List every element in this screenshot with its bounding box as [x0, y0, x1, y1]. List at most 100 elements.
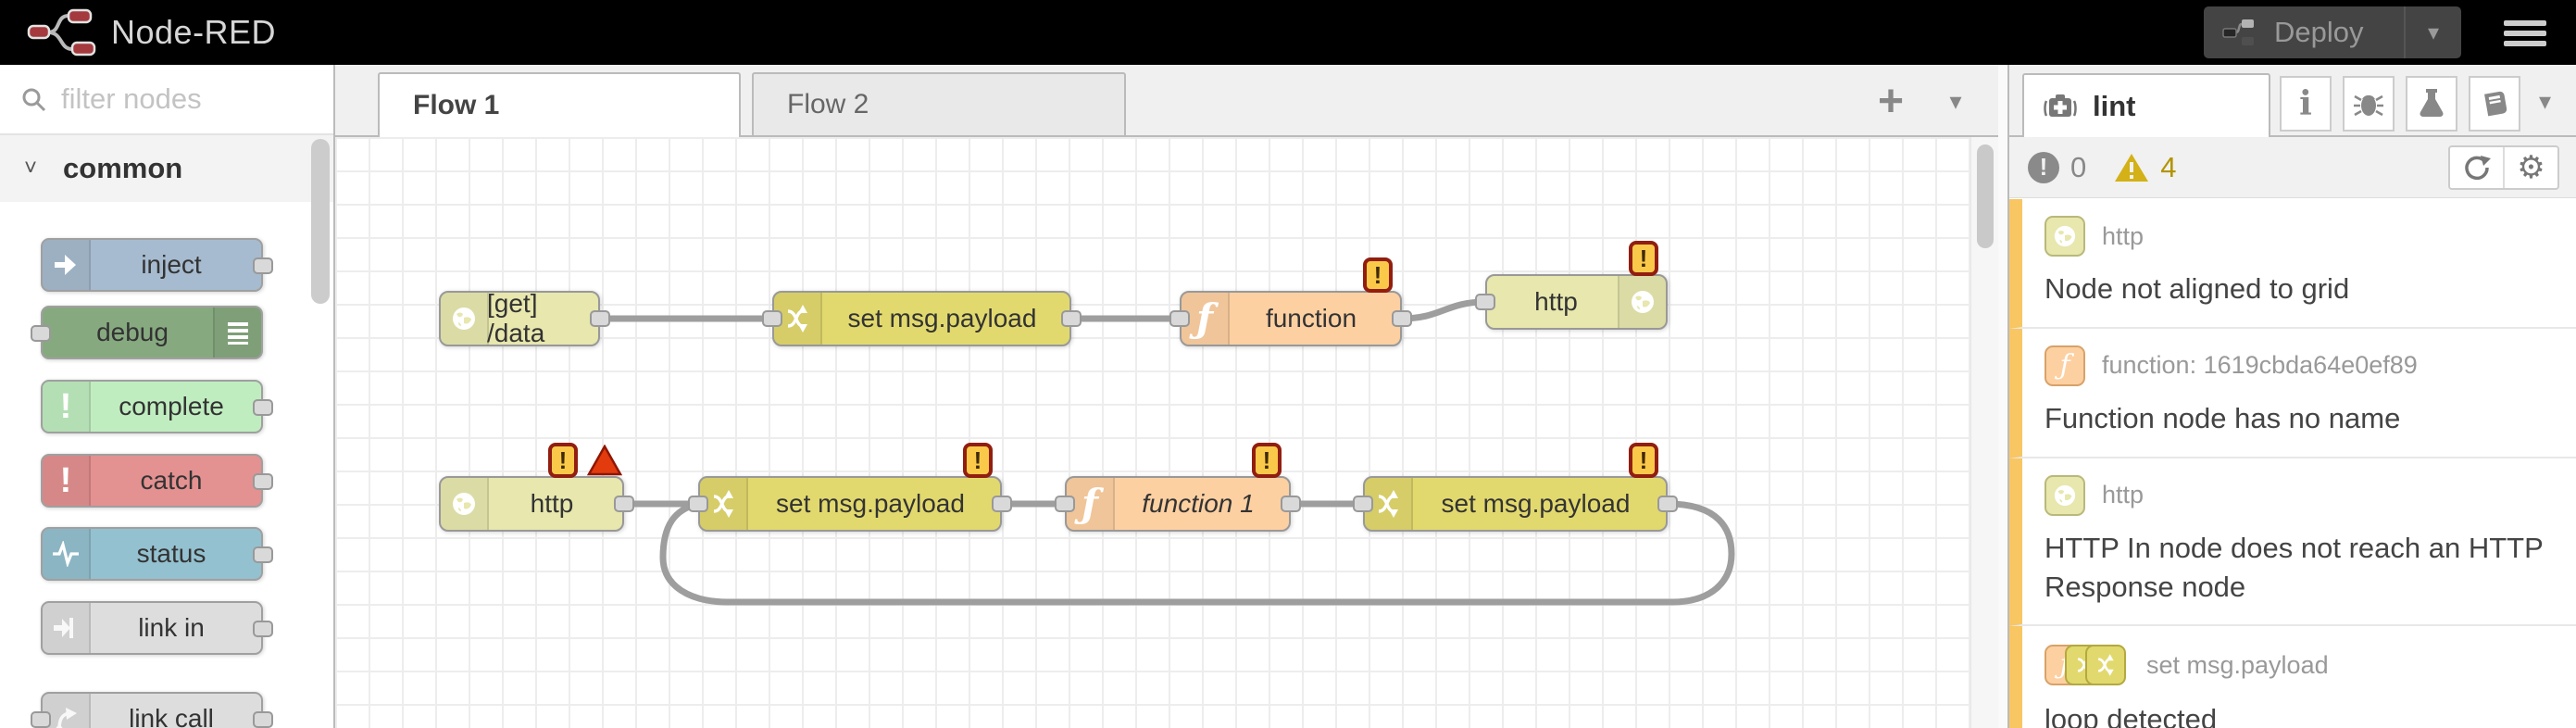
output-port[interactable] — [614, 496, 634, 512]
palette-node-debug[interactable]: debug — [31, 306, 263, 359]
deploy-label: Deploy — [2274, 16, 2364, 48]
output-port[interactable] — [253, 473, 273, 490]
medkit-icon — [2044, 94, 2077, 117]
warning-badge-icon: ! — [1629, 443, 1658, 478]
palette-node-link-call[interactable]: link call — [31, 692, 273, 728]
warning-badge-icon: ! — [1629, 241, 1658, 276]
refresh-icon — [2464, 156, 2491, 181]
issue-node-label: function: 1619cbda64e0ef89 — [2102, 351, 2418, 380]
palette-node-complete[interactable]: ! complete — [41, 380, 273, 433]
flow-node-change-2[interactable]: ! set msg.payload — [688, 443, 1012, 532]
output-port[interactable] — [253, 257, 273, 274]
wire-loop[interactable] — [659, 500, 1735, 606]
canvas-vertical-scrollbar[interactable] — [1970, 137, 1998, 728]
warning-badge-icon: ! — [1363, 257, 1393, 293]
lint-issue-row[interactable]: http HTTP In node does not reach an HTTP… — [2009, 458, 2576, 627]
deploy-icon — [2222, 19, 2254, 45]
sidebar-tabs-menu-button[interactable]: ▾ — [2539, 87, 2552, 115]
palette-node-status[interactable]: status — [41, 527, 273, 581]
help-tab-button[interactable] — [2469, 76, 2520, 132]
output-port[interactable] — [253, 711, 273, 728]
exclamation-icon: ! — [43, 382, 91, 432]
deploy-button[interactable]: Deploy ▾ — [2204, 6, 2461, 58]
debug-tab-button[interactable] — [2343, 76, 2395, 132]
node-label: set msg.payload — [847, 304, 1037, 333]
http-node-icon — [2045, 474, 2085, 516]
palette-scrollbar[interactable] — [311, 139, 330, 304]
lint-issue-row[interactable]: ƒ function: 1619cbda64e0ef89 Function no… — [2009, 328, 2576, 458]
output-port[interactable] — [253, 621, 273, 637]
sidebar-separator[interactable] — [1998, 65, 2007, 728]
output-port[interactable] — [1657, 496, 1678, 512]
issue-message: Function node has no name — [2045, 401, 2401, 434]
node-icon-stack: ƒ — [2045, 643, 2130, 687]
flow-node-http-in[interactable]: ! http — [439, 443, 634, 532]
tab-label: Flow 1 — [413, 90, 500, 120]
palette-node-inject[interactable]: inject — [41, 238, 273, 292]
input-port[interactable] — [762, 310, 782, 327]
chevron-down-icon: ˅ — [24, 156, 38, 181]
error-count: 0 — [2070, 150, 2087, 183]
book-icon — [2484, 91, 2507, 117]
globe-icon — [1618, 276, 1666, 328]
input-port[interactable] — [1353, 496, 1373, 512]
refresh-button[interactable] — [2450, 147, 2503, 188]
tab-flow-1[interactable]: Flow 1 — [378, 72, 741, 137]
flow-node-function[interactable]: ! ƒ function — [1169, 257, 1412, 346]
input-port[interactable] — [1055, 496, 1075, 512]
output-port[interactable] — [253, 546, 273, 563]
output-port[interactable] — [1061, 310, 1082, 327]
workspace-tab-bar: Flow 1 Flow 2 + ▾ — [335, 65, 1998, 137]
flow-node-function-1[interactable]: ! ƒ function 1 — [1055, 443, 1301, 532]
add-flow-button[interactable]: + — [1877, 76, 1905, 126]
search-icon — [22, 88, 46, 112]
main-menu-button[interactable] — [2504, 16, 2546, 51]
chevron-down-icon: ▾ — [1949, 86, 1962, 115]
wire-layer — [600, 298, 1735, 606]
output-port[interactable] — [1281, 496, 1301, 512]
input-port[interactable] — [1475, 294, 1495, 310]
input-port[interactable] — [31, 325, 51, 342]
tab-flow-2[interactable]: Flow 2 — [752, 72, 1126, 137]
palette-node-link-in[interactable]: link in — [41, 601, 273, 655]
lint-settings-button[interactable]: ⚙ — [2503, 147, 2557, 188]
palette-node-label: status — [136, 539, 206, 568]
link-in-icon — [43, 603, 91, 653]
test-tab-button[interactable] — [2406, 76, 2457, 132]
lint-issue-row[interactable]: ƒ set msg.payload loop detected — [2009, 626, 2576, 728]
gear-icon: ⚙ — [2517, 149, 2545, 186]
output-port[interactable] — [590, 310, 610, 327]
input-port[interactable] — [688, 496, 708, 512]
tab-label: Flow 2 — [787, 89, 869, 119]
input-port[interactable] — [31, 711, 51, 728]
flow-node-change-3[interactable]: ! set msg.payload — [1353, 443, 1678, 532]
tab-lint[interactable]: lint — [2022, 73, 2270, 137]
flow-canvas[interactable]: [get] /data set msg.payload ! ƒ function… — [335, 137, 1970, 728]
input-port[interactable] — [1169, 310, 1190, 327]
palette-node-label: catch — [140, 466, 203, 495]
palette-node-catch[interactable]: ! catch — [41, 454, 273, 508]
lint-summary-bar: ! 0 4 ⚙ — [2009, 137, 2576, 198]
output-port[interactable] — [1392, 310, 1412, 327]
info-tab-button[interactable]: i — [2280, 76, 2332, 132]
node-red-logo: Node-RED — [26, 7, 276, 57]
pulse-icon — [43, 529, 91, 579]
node-label: set msg.payload — [776, 489, 965, 518]
flow-node-http-in-get-data[interactable]: [get] /data — [439, 289, 610, 347]
function-node-icon: ƒ — [2045, 345, 2085, 386]
sidebar-tab-bar: lint i — [2009, 65, 2576, 137]
wire[interactable] — [1401, 298, 1486, 322]
scrollbar-thumb[interactable] — [1976, 144, 1994, 248]
lint-issue-row[interactable]: http Node not aligned to grid — [2009, 199, 2576, 329]
flow-list-button[interactable]: ▾ — [1930, 74, 1982, 128]
header: Node-RED Deploy ▾ — [0, 0, 2576, 65]
output-port[interactable] — [253, 399, 273, 416]
output-port[interactable] — [992, 496, 1012, 512]
palette-category-common[interactable]: ˅ common — [0, 135, 333, 202]
flow-node-change-1[interactable]: set msg.payload — [762, 291, 1082, 346]
deploy-options-button[interactable]: ▾ — [2404, 6, 2461, 58]
node-red-logo-icon — [27, 8, 96, 56]
flow-node-http-response[interactable]: ! http — [1475, 241, 1668, 330]
palette-node-label: link in — [138, 613, 205, 642]
search-input[interactable] — [59, 82, 285, 117]
